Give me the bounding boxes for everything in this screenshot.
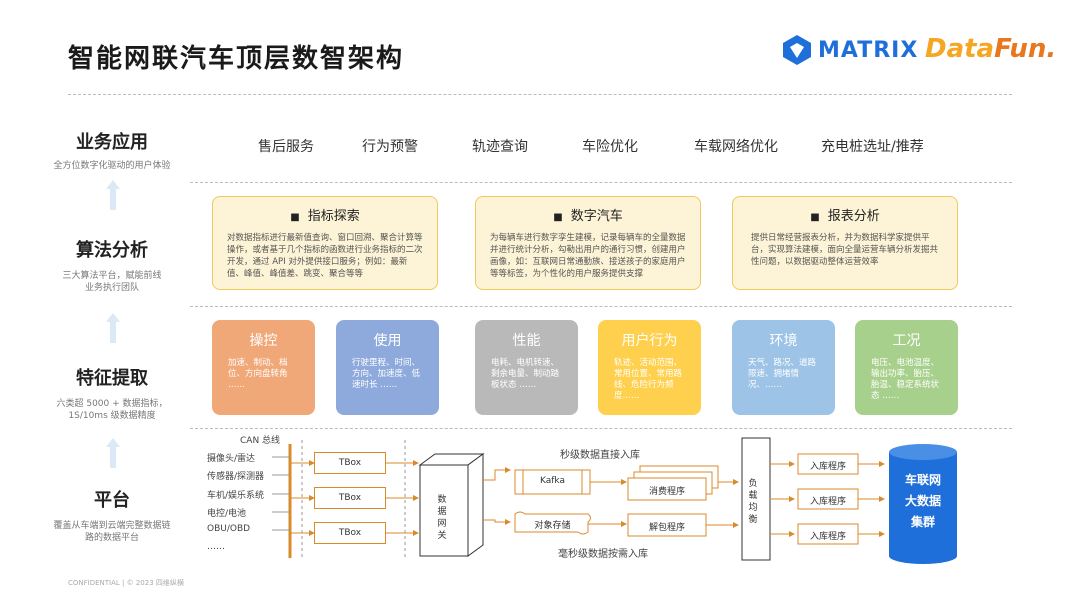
consumer-label: 消费程序 (648, 487, 685, 497)
algo-text: 对数据指标进行最新值查询、窗口回溯、聚合计算等操作，或者基于几个指标的函数进行业… (227, 233, 423, 279)
feature-box-usage: 使用 行驶里程、时间、方向、加速度、低速时长 …… (336, 320, 439, 415)
layer-business: 业务应用 全方位数字化驱动的用户体验 (52, 128, 172, 172)
source-battery: 电控/电池 (207, 509, 247, 519)
datafun-logo: DataFun. (925, 34, 1056, 64)
can-bus-label: CAN 总线 (240, 436, 281, 446)
kafka-box (514, 469, 591, 495)
algo-title: 指标探索 (307, 209, 360, 224)
ingest-label: 入库程序 (809, 462, 846, 472)
feature-text: 天气、路况、道路限速、拥堵情况、…… (748, 358, 817, 390)
layer-subtitle: 六类超 5000 + 数据指标，1S/10ms 级数据精度 (56, 399, 168, 421)
bottom-flow-label: 毫秒级数据按需入库 (558, 549, 648, 560)
algo-text: 提供日常经营报表分析，并为数据科学家提供平台，实现算法建模，面向全量运营车辆分析… (751, 233, 939, 267)
matrix-logo: MATRIX (782, 34, 918, 66)
feature-box-user-behavior: 用户行为 轨迹、活动范围、常用位置、常用路线、危险行为频度…… (598, 320, 701, 415)
layer-divider (190, 428, 1012, 429)
gateway-cube-front (419, 464, 469, 557)
feature-title: 使用 (373, 333, 402, 349)
layer-divider (190, 182, 1012, 183)
up-arrow-icon (106, 180, 120, 210)
feature-text: 电压、电池温度、输出功率、胎压、胎温、稳定系统状态 …… (871, 358, 940, 401)
page-title: 智能网联汽车顶层数智架构 (68, 44, 405, 74)
object-storage-shape (514, 511, 591, 535)
feature-title: 环境 (769, 333, 798, 349)
app-trajectory-query: 轨迹查询 (472, 139, 528, 155)
feature-text: 加速、制动、档位、方向盘转角 …… (228, 358, 288, 390)
source-obu-obd: OBU/OBD (207, 524, 251, 534)
kafka-label: Kafka (540, 476, 565, 486)
layer-title: 业务应用 (76, 132, 148, 153)
footer-confidential: CONFIDENTIAL | © 2023 四维纵横 (68, 579, 184, 587)
source-infotainment: 车机/娱乐系统 (207, 491, 265, 501)
matrix-logo-text: MATRIX (818, 37, 919, 63)
up-arrow-icon (106, 313, 120, 343)
top-flow-label: 秒级数据直接入库 (560, 450, 640, 461)
matrix-hexagon-icon (783, 35, 811, 65)
datafun-logo-text: DataFun. (925, 34, 1057, 64)
source-more: …… (207, 542, 225, 552)
tbox-2: TBox (314, 487, 386, 509)
header-divider (68, 94, 1012, 95)
cluster-line: 大数据 (904, 494, 941, 508)
algo-box-report-analysis: ■ 报表分析 提供日常经营报表分析，并为数据科学家提供平台，实现算法建模，面向全量… (732, 196, 958, 290)
layer-title: 平台 (94, 490, 130, 511)
algo-title: 数字汽车 (570, 209, 623, 224)
app-charging-station: 充电桩选址/推荐 (821, 139, 924, 155)
platform-diagram (272, 437, 957, 564)
algo-box-digital-car: ■ 数字汽车 为每辆车进行数字孪生建模，记录每辆车的全量数据并进行统计分析，勾勒出… (475, 196, 701, 290)
bullet-icon: ■ (810, 212, 820, 223)
feature-text: 电耗、电机转速、剩余电量、制动踏板状态 …… (491, 358, 560, 390)
source-camera-radar: 摄像头/雷达 (207, 454, 256, 464)
cluster-cylinder-body (889, 452, 957, 556)
layer-feature: 特征提取 六类超 5000 + 数据指标，1S/10ms 级数据精度 (52, 364, 172, 422)
cluster-line: 集群 (910, 515, 935, 529)
layer-algorithm: 算法分析 三大算法平台，赋能前线业务执行团队 (52, 236, 172, 294)
layer-title: 特征提取 (76, 368, 148, 389)
source-sensor: 传感器/探测器 (207, 472, 265, 482)
cluster-label: 车联网 大数据 集群 (889, 470, 957, 533)
gateway-label: 数据网关 (437, 495, 447, 541)
ingest-label: 入库程序 (809, 497, 846, 507)
layer-divider (190, 306, 1012, 307)
layer-title: 算法分析 (76, 240, 148, 261)
feature-box-condition: 工况 电压、电池温度、输出功率、胎压、胎温、稳定系统状态 …… (855, 320, 958, 415)
up-arrow-icon (106, 438, 120, 468)
feature-title: 用户行为 (621, 333, 678, 349)
layer-subtitle: 覆盖从车端到云端完整数据链路的数据平台 (53, 521, 171, 543)
app-behavior-warning: 行为预警 (362, 139, 418, 155)
feature-title: 操控 (249, 333, 278, 349)
app-after-sales: 售后服务 (258, 139, 314, 155)
app-network-optimization: 车载网络优化 (694, 139, 778, 155)
feature-box-control: 操控 加速、制动、档位、方向盘转角 …… (212, 320, 315, 415)
object-storage-label: 对象存储 (534, 521, 571, 531)
feature-text: 轨迹、活动范围、常用位置、常用路线、危险行为频度…… (614, 358, 683, 401)
ingest-label: 入库程序 (809, 532, 846, 542)
cluster-line: 车联网 (904, 473, 941, 487)
layer-platform: 平台 覆盖从车端到云端完整数据链路的数据平台 (52, 486, 172, 544)
parser-label: 解包程序 (648, 523, 685, 533)
layer-subtitle: 三大算法平台，赋能前线业务执行团队 (62, 271, 162, 293)
feature-text: 行驶里程、时间、方向、加速度、低速时长 …… (352, 358, 421, 390)
load-balance-label: 负载均衡 (748, 479, 758, 525)
bullet-icon: ■ (290, 212, 300, 223)
consumer-box (627, 477, 707, 501)
algo-text: 为每辆车进行数字孪生建模，记录每辆车的全量数据并进行统计分析，勾勒出用户的通行习… (490, 233, 686, 279)
app-insurance-optimization: 车险优化 (582, 139, 638, 155)
feature-box-environment: 环境 天气、路况、道路限速、拥堵情况、…… (732, 320, 835, 415)
algo-box-metric-exploration: ■ 指标探索 对数据指标进行最新值查询、窗口回溯、聚合计算等操作，或者基于几个指标… (212, 196, 438, 290)
feature-box-performance: 性能 电耗、电机转速、剩余电量、制动踏板状态 …… (475, 320, 578, 415)
tbox-1: TBox (314, 452, 386, 474)
feature-title: 性能 (512, 333, 541, 349)
feature-title: 工况 (892, 333, 921, 349)
algo-title: 报表分析 (827, 209, 880, 224)
tbox-3: TBox (314, 522, 386, 544)
bullet-icon: ■ (553, 212, 563, 223)
gateway-cube-side (467, 453, 484, 557)
cluster-cylinder-top (889, 444, 957, 460)
layer-subtitle: 全方位数字化驱动的用户体验 (53, 161, 171, 171)
